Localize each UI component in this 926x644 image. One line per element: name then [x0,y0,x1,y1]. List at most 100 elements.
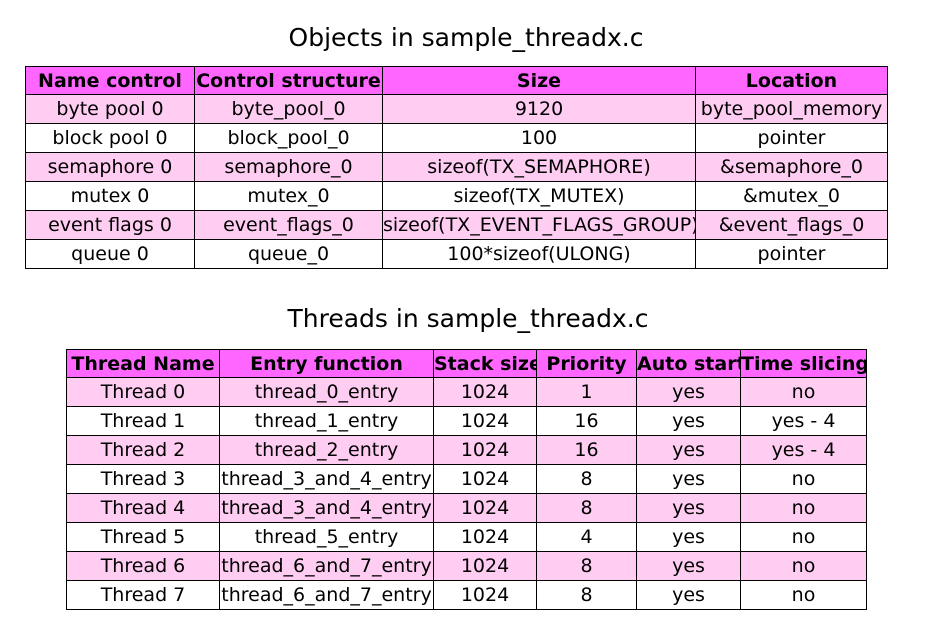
table-cell: no [740,580,867,610]
table-row: Thread 7 thread_6_and_7_entry 1024 8 yes… [66,580,867,610]
table-cell: no [740,551,867,581]
column-header-control-structure: Control structure [194,66,383,95]
threads-title: Threads in sample_threadx.c [287,304,649,333]
table-row: Thread 2 thread_2_entry 1024 16 yes yes … [66,435,867,465]
table-header-row: Name control Control structure Size Loca… [25,66,888,95]
table-cell: thread_1_entry [219,406,434,436]
table-row: Thread 3 thread_3_and_4_entry 1024 8 yes… [66,464,867,494]
table-cell: 8 [536,551,637,581]
table-cell: byte_pool_memory [695,94,888,124]
table-cell: &semaphore_0 [695,152,888,182]
table-cell: byte pool 0 [25,94,195,124]
table-cell: Thread 5 [66,522,220,552]
table-cell: no [740,377,867,407]
table-cell: thread_3_and_4_entry [219,493,434,523]
objects-table: Name control Control structure Size Loca… [25,66,888,269]
table-cell: 1024 [433,551,537,581]
table-cell: sizeof(TX_SEMAPHORE) [382,152,696,182]
table-cell: 8 [536,580,637,610]
table-cell: &mutex_0 [695,181,888,211]
table-cell: block pool 0 [25,123,195,153]
table-cell: &event_flags_0 [695,210,888,240]
table-row: Thread 1 thread_1_entry 1024 16 yes yes … [66,406,867,436]
table-cell: 4 [536,522,637,552]
threads-table: Thread Name Entry function Stack size Pr… [66,349,867,610]
table-cell: Thread 4 [66,493,220,523]
table-cell: thread_2_entry [219,435,434,465]
table-cell: yes [636,580,741,610]
table-cell: yes [636,551,741,581]
table-cell: sizeof(TX_EVENT_FLAGS_GROUP) [382,210,696,240]
table-cell: block_pool_0 [194,123,383,153]
column-header-stack-size: Stack size [433,349,537,378]
table-cell: yes [636,522,741,552]
table-row: mutex 0 mutex_0 sizeof(TX_MUTEX) &mutex_… [25,181,888,211]
table-cell: 1024 [433,493,537,523]
table-cell: yes [636,493,741,523]
table-cell: mutex_0 [194,181,383,211]
table-row: Thread 4 thread_3_and_4_entry 1024 8 yes… [66,493,867,523]
table-cell: 1024 [433,464,537,494]
table-cell: 1024 [433,522,537,552]
table-cell: no [740,522,867,552]
table-cell: event_flags_0 [194,210,383,240]
table-row: Thread 0 thread_0_entry 1024 1 yes no [66,377,867,407]
column-header-auto-start: Auto start [636,349,741,378]
table-cell: Thread 6 [66,551,220,581]
table-cell: sizeof(TX_MUTEX) [382,181,696,211]
table-cell: 1024 [433,377,537,407]
table-cell: yes [636,435,741,465]
table-cell: thread_6_and_7_entry [219,580,434,610]
table-row: Thread 6 thread_6_and_7_entry 1024 8 yes… [66,551,867,581]
column-header-time-slicing: Time slicing [740,349,867,378]
table-cell: queue 0 [25,239,195,269]
table-row: queue 0 queue_0 100*sizeof(ULONG) pointe… [25,239,888,269]
table-cell: thread_0_entry [219,377,434,407]
table-header-row: Thread Name Entry function Stack size Pr… [66,349,867,378]
table-cell: no [740,493,867,523]
table-cell: mutex 0 [25,181,195,211]
table-cell: 100*sizeof(ULONG) [382,239,696,269]
table-cell: 16 [536,435,637,465]
table-cell: 8 [536,493,637,523]
table-cell: Thread 0 [66,377,220,407]
table-cell: thread_3_and_4_entry [219,464,434,494]
table-cell: pointer [695,239,888,269]
table-cell: semaphore_0 [194,152,383,182]
table-cell: no [740,464,867,494]
table-cell: yes - 4 [740,435,867,465]
table-cell: 1024 [433,435,537,465]
table-cell: 1024 [433,580,537,610]
column-header-location: Location [695,66,888,95]
column-header-priority: Priority [536,349,637,378]
table-cell: event flags 0 [25,210,195,240]
table-cell: yes [636,464,741,494]
table-cell: semaphore 0 [25,152,195,182]
table-cell: yes [636,406,741,436]
table-cell: 1 [536,377,637,407]
table-row: Thread 5 thread_5_entry 1024 4 yes no [66,522,867,552]
table-cell: 16 [536,406,637,436]
table-cell: 1024 [433,406,537,436]
table-cell: Thread 3 [66,464,220,494]
table-row: byte pool 0 byte_pool_0 9120 byte_pool_m… [25,94,888,124]
table-cell: Thread 2 [66,435,220,465]
table-cell: thread_6_and_7_entry [219,551,434,581]
table-cell: byte_pool_0 [194,94,383,124]
table-row: event flags 0 event_flags_0 sizeof(TX_EV… [25,210,888,240]
table-cell: pointer [695,123,888,153]
column-header-entry-function: Entry function [219,349,434,378]
column-header-size: Size [382,66,696,95]
table-cell: thread_5_entry [219,522,434,552]
table-cell: 8 [536,464,637,494]
table-cell: 9120 [382,94,696,124]
table-cell: queue_0 [194,239,383,269]
table-row: block pool 0 block_pool_0 100 pointer [25,123,888,153]
table-cell: yes [636,377,741,407]
table-cell: 100 [382,123,696,153]
objects-title: Objects in sample_threadx.c [288,23,644,52]
table-cell: yes - 4 [740,406,867,436]
table-cell: Thread 7 [66,580,220,610]
table-cell: Thread 1 [66,406,220,436]
column-header-name-control: Name control [25,66,195,95]
